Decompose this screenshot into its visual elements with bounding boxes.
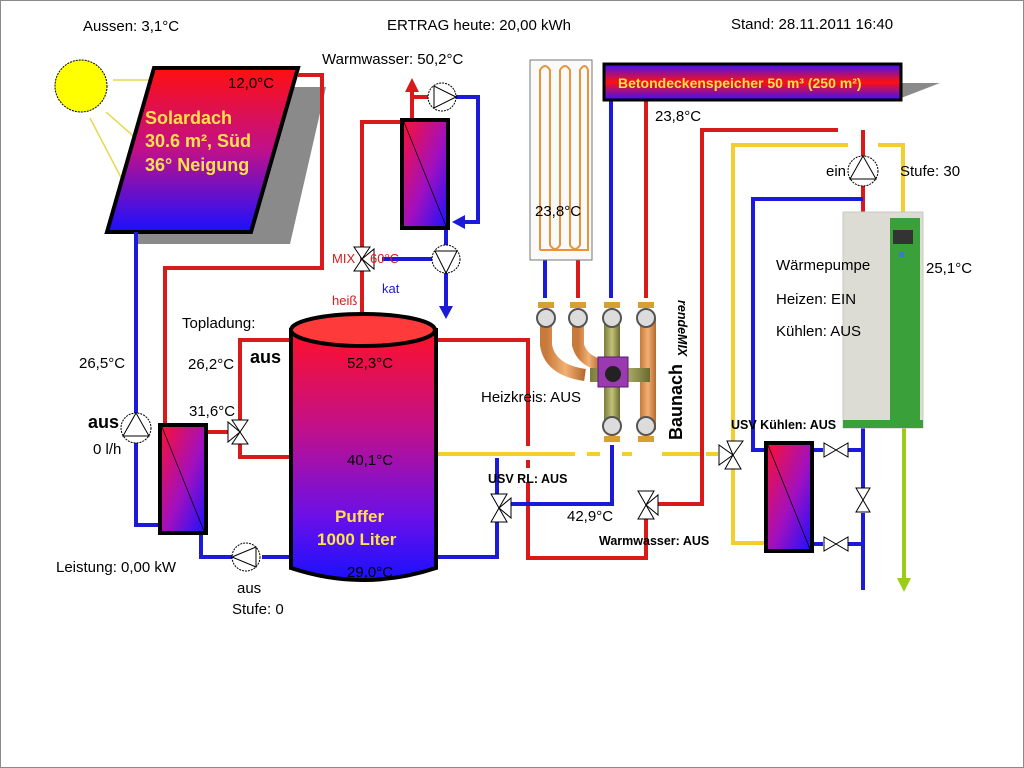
panel-temp: 23,8°C	[535, 203, 581, 220]
collector-title-1: Solardach	[145, 108, 232, 128]
buffer-title-1: Puffer	[335, 507, 385, 526]
heat-pump-pump-stage: Stufe: 30	[900, 163, 960, 180]
buffer-tank	[289, 312, 438, 582]
heating-circuit-state: Heizkreis: AUS	[481, 389, 581, 406]
solar-heat-exchanger	[158, 423, 208, 535]
cooling-heat-exchanger	[764, 441, 814, 553]
hot-water-valve-state: Warmwasser: AUS	[599, 534, 709, 548]
heat-pump-pump-state: ein	[826, 163, 846, 180]
mixing-model: rendeMIX	[675, 300, 689, 357]
buffer-pipes	[436, 128, 838, 560]
top-loading-label: Topladung:	[182, 315, 255, 332]
hot-water-valve-icon[interactable]	[637, 490, 659, 520]
shutoff-valve-vertical-icon[interactable]	[855, 487, 871, 513]
solar-collector	[104, 66, 326, 244]
ceiling-supply-temp: 23,8°C	[655, 108, 701, 125]
top-loading-valve-icon[interactable]	[227, 419, 249, 445]
return-valve-icon[interactable]	[490, 493, 512, 523]
timestamp: Stand: 28.11.2011 16:40	[731, 16, 893, 33]
buffer-temp-top: 52,3°C	[347, 355, 393, 372]
heat-pump-circulation-pump-icon[interactable]	[847, 154, 879, 187]
collector-temp: 12,0°C	[228, 75, 274, 92]
yield-today: ERTRAG heute: 20,00 kWh	[387, 17, 571, 34]
heat-pump-heating: Heizen: EIN	[776, 291, 856, 308]
buffer-pump-stage: Stufe: 0	[232, 601, 284, 618]
shutoff-valve-upper-icon[interactable]	[823, 442, 849, 458]
hot-water-exchanger	[400, 118, 450, 230]
hot-water-pump-icon[interactable]	[427, 82, 458, 112]
radiant-panel-icon	[529, 59, 593, 261]
cold-label: kat	[382, 281, 400, 296]
mixing-return-temp: 42,9°C	[567, 508, 613, 525]
top-loading-pipes	[208, 338, 291, 459]
ceiling-pipes	[543, 100, 648, 298]
heat-pump-temp: 25,1°C	[926, 260, 972, 277]
ceiling-storage-title: Betondeckenspeicher 50 m³ (250 m²)	[618, 75, 862, 91]
top-loading-temp-top: 26,2°C	[188, 356, 234, 373]
pressure-gauges	[536, 302, 656, 442]
buffer-title-2: 1000 Liter	[317, 530, 397, 549]
mix-label: MIX	[332, 251, 355, 266]
top-loading-temp-bottom: 31,6°C	[189, 403, 235, 420]
solar-pump-state: aus	[88, 412, 119, 432]
shutoff-valve-lower-icon[interactable]	[823, 536, 849, 552]
mix-valve-icon[interactable]	[353, 246, 375, 272]
collector-title-3: 36° Neigung	[145, 155, 249, 175]
top-loading-state: aus	[250, 347, 281, 367]
heat-pump-title: Wärmepumpe	[776, 257, 870, 274]
mix-setpoint: 60°C	[370, 251, 399, 266]
ceiling-storage-band	[602, 62, 940, 102]
cooling-valve-state: USV Kühlen: AUS	[731, 418, 836, 432]
solar-power: Leistung: 0,00 kW	[56, 559, 177, 576]
hot-water-circulation-pump-icon[interactable]	[431, 244, 461, 275]
heat-pump-unit	[842, 211, 924, 429]
return-valve-state: USV RL: AUS	[488, 472, 567, 486]
collector-title-2: 30.6 m², Süd	[145, 131, 251, 151]
heat-pump-cooling: Kühlen: AUS	[776, 323, 861, 340]
solar-return-temp: 26,5°C	[79, 355, 125, 372]
mixing-station	[536, 302, 656, 442]
buffer-temp-middle: 40,1°C	[347, 452, 393, 469]
solar-circuit-pipes	[134, 73, 324, 559]
hot-water-temp: Warmwasser: 50,2°C	[322, 51, 463, 68]
hot-label: heiß	[332, 293, 357, 308]
cooling-valve-icon[interactable]	[718, 440, 744, 470]
buffer-temp-bottom: 29,0°C	[347, 564, 393, 581]
solar-flow-rate: 0 l/h	[93, 441, 121, 458]
solar-pump-icon[interactable]	[120, 411, 152, 444]
heat-pump-pipes	[731, 130, 911, 592]
outside-temp: Aussen: 3,1°C	[83, 18, 179, 35]
mixing-brand: Baunach	[666, 364, 686, 440]
buffer-pump-icon[interactable]	[230, 542, 261, 572]
buffer-pump-state: aus	[237, 580, 261, 597]
